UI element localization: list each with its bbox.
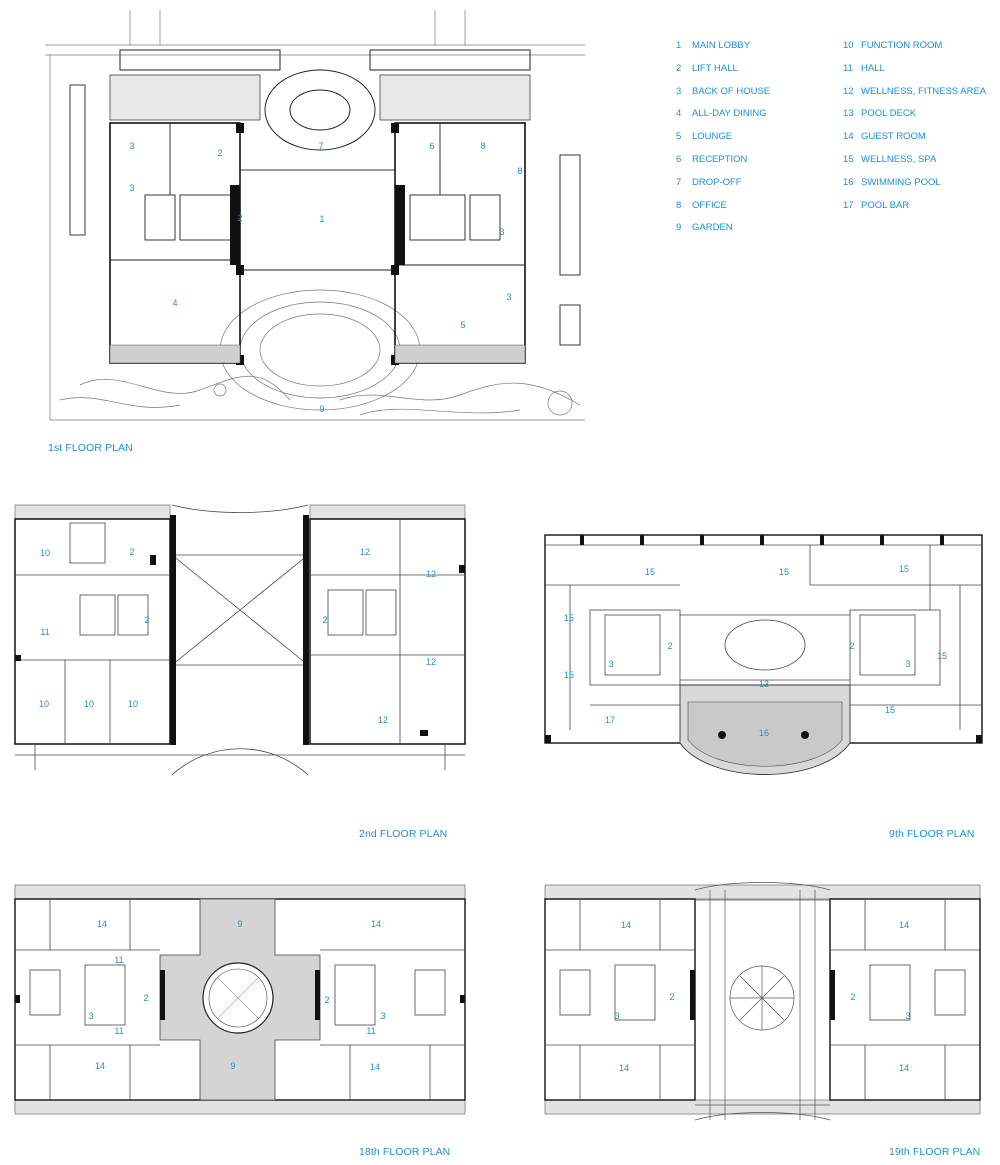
legend-item-number: 12 [843,85,854,97]
legend-item-number: 15 [843,154,854,165]
legend-item-number: 1 [676,40,682,51]
floor-plan-1st-drawing [45,10,585,421]
legend-item-label: WELLNESS, SPA [861,154,937,165]
legend-item: 11 HALL [843,63,885,74]
legend-item-number: 8 [676,199,682,211]
legend-item-number: 16 [843,176,854,188]
legend-item-label: LOUNGE [692,131,733,143]
floor-plan-19th: 14 3 2 14 14 2 3 14 [540,880,985,1130]
legend-item: 15 WELLNESS, SPA [843,154,936,165]
legend-item: 12 WELLNESS, FITNESS AREA [843,86,986,97]
legend-item-number: 14 [843,131,854,143]
floor-plan-19th-title: 19th FLOOR PLAN [889,1146,981,1158]
floor-plan-1st-title: 1st FLOOR PLAN [48,442,133,454]
floor-plan-2nd: 10 2 11 2 10 10 10 12 12 2 12 12 [10,495,470,780]
legend-item: 7 DROP-OFF [676,177,742,188]
legend-item-label: MAIN LOBBY [692,40,751,51]
legend-item-label: OFFICE [692,199,727,211]
legend-item-label: FUNCTION ROOM [861,40,943,51]
legend-item: 4 ALL-DAY DINING [676,108,767,119]
legend-item-number: 3 [676,85,682,97]
legend-item-number: 9 [676,222,682,234]
floor-plan-19th-drawing [544,882,981,1121]
legend-item-label: GARDEN [692,222,733,234]
legend-item-number: 5 [676,131,682,143]
legend-item-label: POOL DECK [861,108,917,120]
floor-plan-9th-drawing [544,534,983,775]
legend-item: 10 FUNCTION ROOM [843,40,942,51]
legend-item-number: 17 [843,199,854,211]
legend-item-label: WELLNESS, FITNESS AREA [861,85,987,97]
legend-item-label: ALL-DAY DINING [692,108,767,120]
floor-plan-18th-title: 18th FLOOR PLAN [359,1146,451,1158]
legend-item-label: POOL BAR [861,199,910,211]
room-legend: 1 MAIN LOBBY 2 LIFT HALL 3 BACK OF HOUSE 4 ALL-… [676,40,986,240]
legend-item-label: GUEST ROOM [861,131,926,143]
legend-item: 13 POOL DECK [843,108,916,119]
legend-item-label: DROP-OFF [692,176,742,188]
legend-item-number: 10 [843,40,854,51]
floor-plan-2nd-title: 2nd FLOOR PLAN [359,828,448,840]
legend-item-label: HALL [861,62,885,74]
legend-item: 3 BACK OF HOUSE [676,86,770,97]
legend-item-number: 6 [676,154,682,165]
legend-item: 14 GUEST ROOM [843,131,926,142]
legend-item-label: BACK OF HOUSE [692,85,771,97]
legend-item: 5 LOUNGE [676,131,732,142]
legend-item: 9 GARDEN [676,222,733,233]
legend-item-label: LIFT HALL [692,62,738,74]
legend-item: 17 POOL BAR [843,200,909,211]
legend-item-label: SWIMMING POOL [861,176,941,188]
legend-item-label: RECEPTION [692,154,748,165]
floor-plan-9th-title: 9th FLOOR PLAN [889,828,975,840]
legend-item: 8 OFFICE [676,200,727,211]
legend-item-number: 2 [676,62,682,74]
legend-item-number: 13 [843,108,854,120]
floor-plan-18th-drawing [14,884,466,1115]
legend-item-number: 7 [676,176,682,188]
legend-item: 2 LIFT HALL [676,63,738,74]
floor-plan-18th: 14 11 3 2 11 9 9 2 3 11 14 14 14 [10,880,470,1130]
legend-item-number: 11 [843,62,853,74]
legend-item: 16 SWIMMING POOL [843,177,941,188]
legend-item: 6 RECEPTION [676,154,747,165]
floor-plan-1st: 3 3 2 2 1 7 6 8 8 3 3 4 5 9 [40,5,600,425]
legend-item: 1 MAIN LOBBY [676,40,750,51]
legend-item-number: 4 [676,108,682,120]
floor-plan-2nd-drawing [14,504,466,776]
floor-plan-9th: 15 15 15 15 3 2 3 2 15 15 15 13 16 17 [540,530,990,815]
